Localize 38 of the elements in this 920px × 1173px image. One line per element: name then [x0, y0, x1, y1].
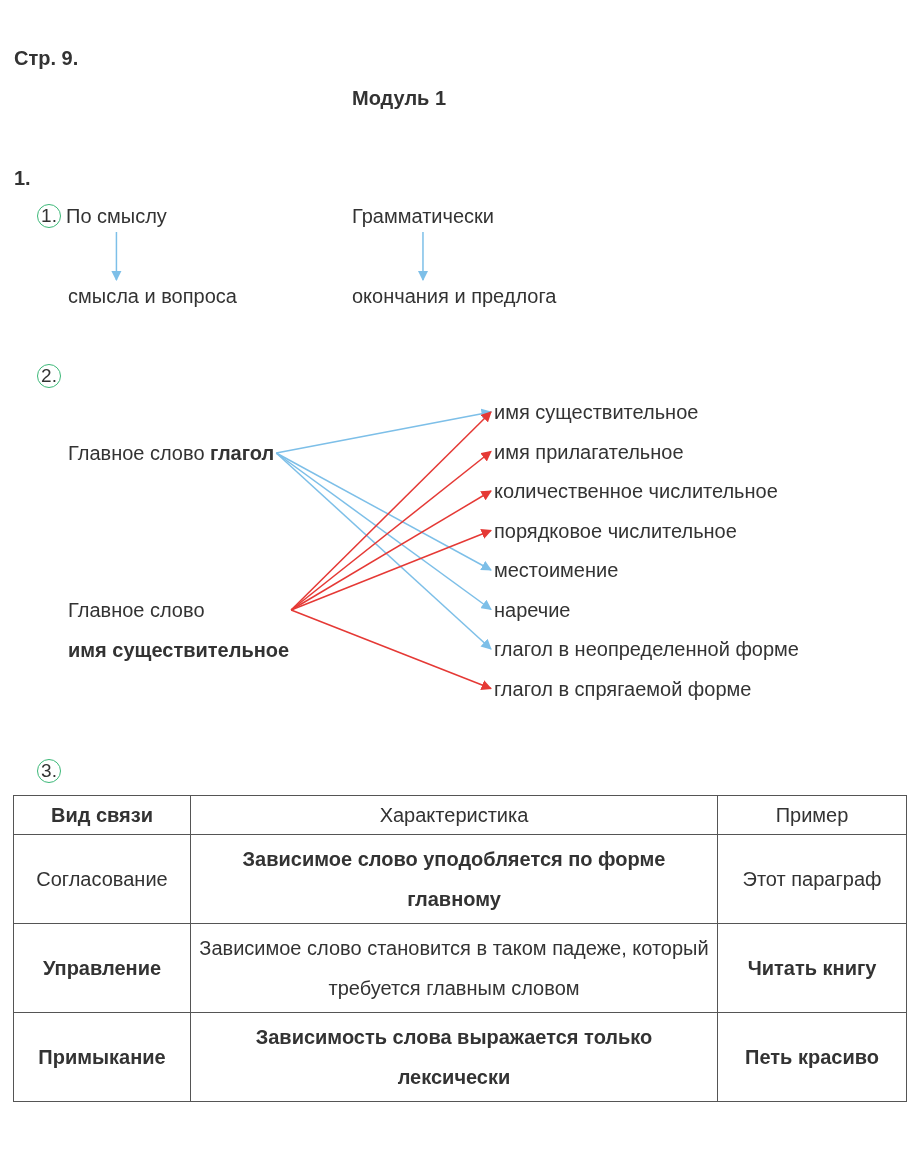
task-number: 1.: [14, 166, 31, 190]
node-text: окончания и предлога: [352, 284, 557, 308]
target-text: глагол в спрягаемой форме: [494, 676, 752, 701]
node-text: Главное слово глагол: [68, 441, 275, 465]
target-text: глагол в неопределенной форме: [494, 637, 799, 661]
arrow: [417, 231, 429, 282]
arrow: [275, 452, 492, 571]
node-text: Грамматически: [352, 204, 494, 228]
node-heading: имя существительное: [68, 638, 290, 662]
target-text: порядковое числительное: [494, 518, 737, 543]
arrow: [290, 490, 492, 611]
table-cell: Петь красиво: [717, 1012, 907, 1102]
arrow: [275, 452, 492, 650]
node-text: Главное слово: [68, 598, 206, 622]
table-cell: Этот параграф: [717, 834, 907, 924]
title: Модуль 1: [352, 86, 447, 110]
page-number: Стр. 9.: [14, 46, 79, 70]
target-text: наречие: [494, 597, 571, 622]
table-cell: Согласование: [13, 834, 191, 924]
arrow: [275, 408, 493, 454]
table-cell: Зависимое слово уподобляется по форме главному: [190, 834, 718, 924]
table-cell: Зависимость слова выражается только лексически: [190, 1012, 718, 1102]
node-text: По смыслу: [66, 204, 167, 228]
arrow: [290, 609, 492, 690]
node-text: смысла и вопроса: [68, 284, 237, 308]
table-cell: Читать книгу: [717, 923, 907, 1013]
table-cell: Зависимое слово становится в таком падеже, который требуется главным словом: [190, 923, 718, 1013]
target-text: имя существительное: [494, 400, 699, 424]
table-cell: Примыкание: [13, 1012, 191, 1102]
target-text: местоимение: [494, 558, 619, 582]
target-text: имя прилагательное: [494, 439, 684, 464]
table-header-cell: Пример: [717, 795, 907, 835]
table-cell: Управление: [13, 923, 191, 1013]
target-text: количественное числительное: [494, 479, 778, 503]
table-header-cell: Характеристика: [190, 795, 718, 835]
table-header-cell: Вид связи: [13, 795, 191, 835]
arrow: [111, 231, 122, 282]
arrow: [290, 529, 492, 611]
